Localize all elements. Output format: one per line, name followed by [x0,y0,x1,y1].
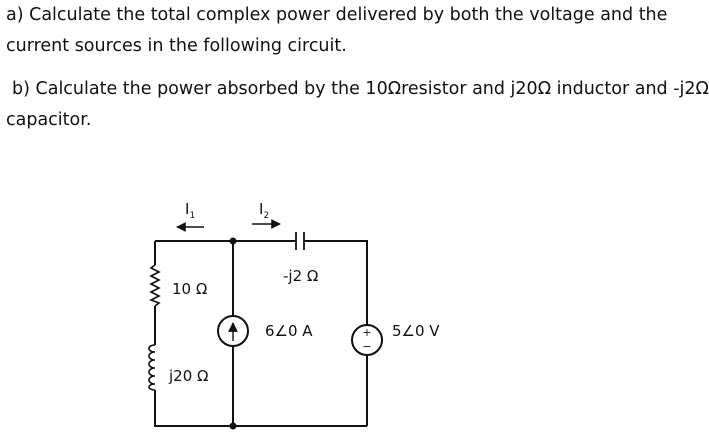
capacitor-label: -j2 Ω [283,267,318,285]
junction-bottom [229,422,237,430]
question-b-line1: b) Calculate the power absorbed by the 1… [12,79,709,99]
i1-symbol: I [185,200,189,218]
i2-symbol: I [259,200,263,218]
voltage-source-minus-sign: − [362,340,371,353]
i1-subscript: 1 [189,211,195,221]
voltage-source-plus-sign: + [362,326,371,339]
top-wire-right [304,240,368,325]
question-b: b) Calculate the power absorbed by the 1… [6,74,709,136]
voltage-source: + − [351,324,383,356]
current-indicator-i2: I2 [252,200,281,229]
resistor-10-ohm [149,264,161,307]
svg-text:I2: I2 [259,200,269,221]
current-source-label: 6∠0 A [265,322,313,340]
left-wire-bottom [154,390,367,427]
current-source [217,315,249,347]
junction-top [229,237,237,245]
resistor-label: 10 Ω [172,280,207,298]
capacitor-minus-j2-ohm [295,232,305,250]
question-a: a) Calculate the total complex power del… [6,0,667,62]
i2-subscript: 2 [263,211,269,221]
inductor-label: j20 Ω [168,367,209,385]
inductor-j20-ohm [148,344,156,391]
svg-text:I1: I1 [185,200,195,221]
question-a-line2: current sources in the following circuit… [6,36,347,56]
question-b-line2: capacitor. [6,110,92,130]
voltage-source-label: 5∠0 V [392,322,440,340]
question-a-line1: a) Calculate the total complex power del… [6,5,668,25]
current-indicator-i1: I1 [176,200,204,232]
